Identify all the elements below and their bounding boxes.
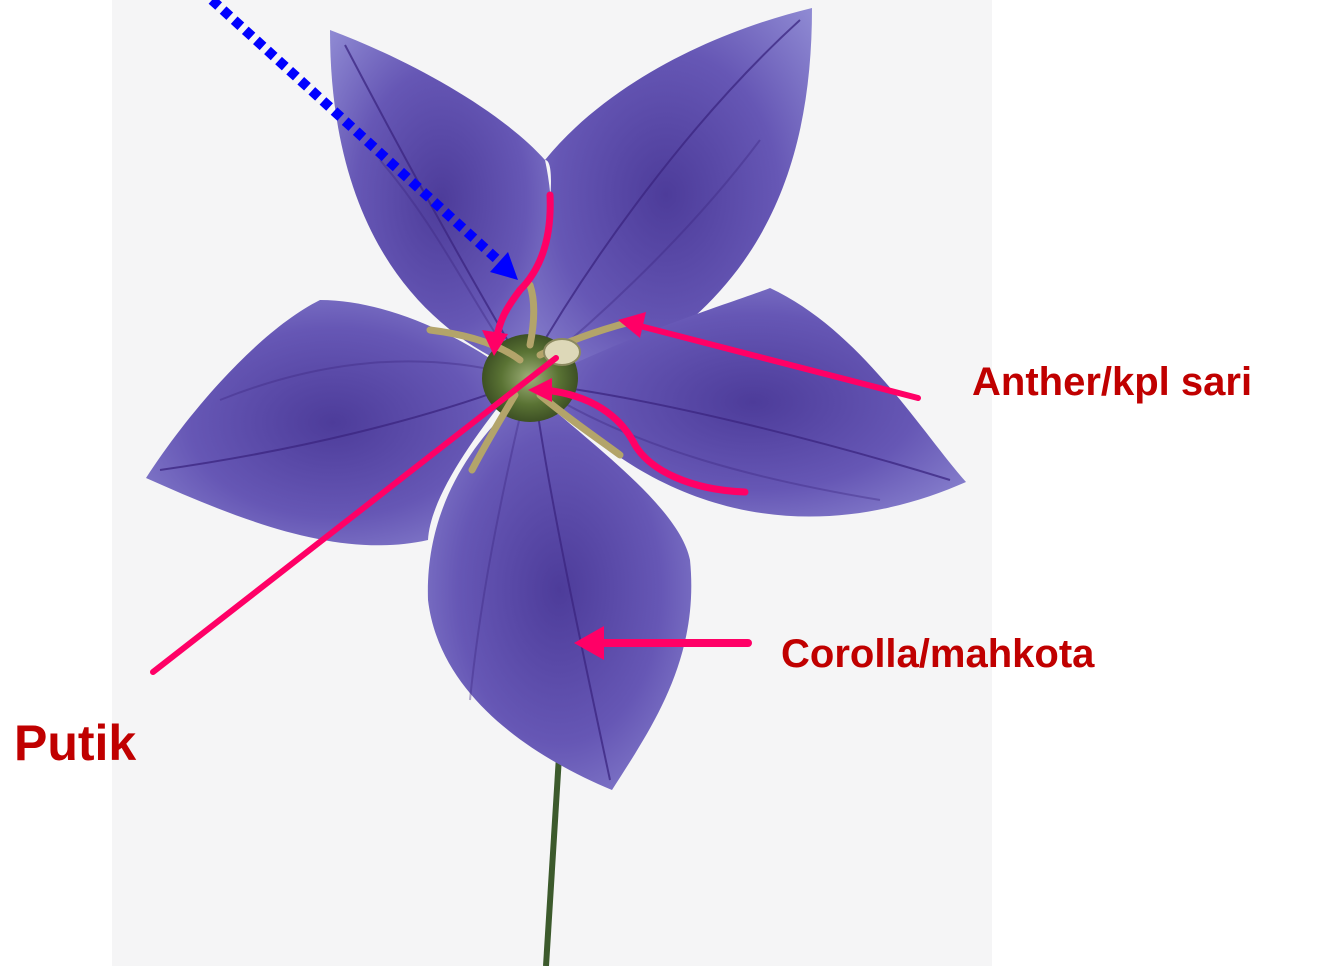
flower-stem [546,740,560,966]
label-putik: Putik [14,718,136,768]
label-anther: Anther/kpl sari [972,362,1252,402]
label-corolla: Corolla/mahkota [781,634,1094,674]
